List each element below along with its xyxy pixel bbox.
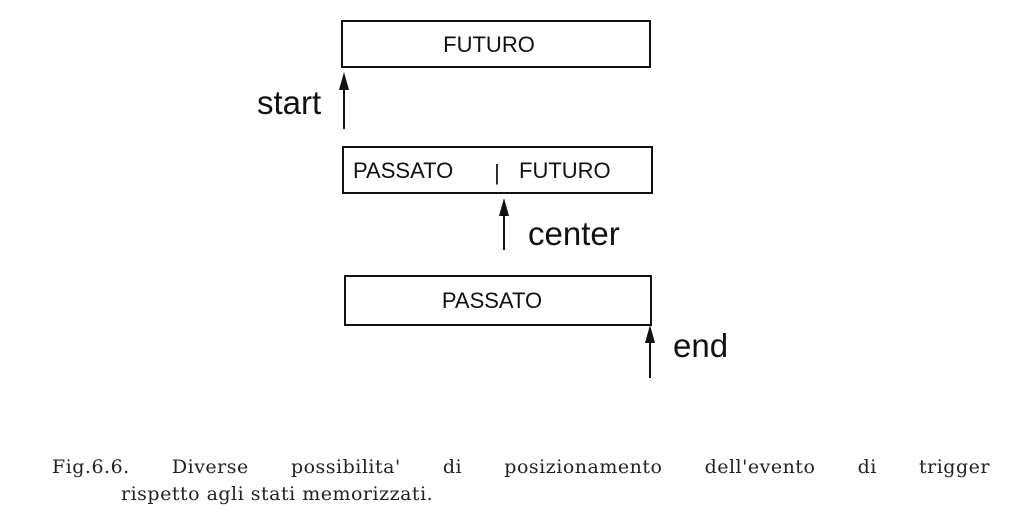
past-future-box-separator: | [494, 160, 500, 185]
caption-word: posizionamento [504, 456, 663, 478]
caption-word: trigger [918, 456, 990, 478]
caption-line-2: rispetto agli stati memorizzati. [121, 483, 434, 505]
past-box-label: PASSATO [442, 288, 542, 313]
end-label: end [673, 327, 728, 364]
caption-word: di [442, 456, 463, 478]
start-arrow-head-icon [339, 72, 349, 90]
caption-word: possibilita' [290, 456, 401, 478]
trigger-position-diagram: FUTURO start PASSATO | FUTURO center PAS… [257, 20, 728, 378]
past-future-box: PASSATO | FUTURO [342, 146, 653, 194]
center-arrow [499, 198, 509, 250]
future-box-label: FUTURO [443, 32, 535, 57]
end-arrow-head-icon [645, 325, 655, 343]
caption-word: Fig.6.6. [52, 456, 130, 478]
caption-word: Diverse [171, 456, 249, 478]
caption-line-1: Fig.6.6. Diverse possibilita' di posizio… [52, 456, 990, 478]
past-future-box-future-label: FUTURO [519, 158, 611, 183]
end-arrow [645, 325, 655, 378]
start-arrow [339, 72, 349, 129]
center-arrow-head-icon [499, 198, 509, 216]
caption-word: di [857, 456, 877, 478]
past-future-box-past-label: PASSATO [353, 158, 453, 183]
future-box: FUTURO [341, 20, 651, 68]
past-box: PASSATO [344, 275, 652, 326]
start-label: start [257, 84, 321, 121]
caption-word: dell'evento [704, 456, 816, 478]
center-label: center [528, 215, 620, 252]
